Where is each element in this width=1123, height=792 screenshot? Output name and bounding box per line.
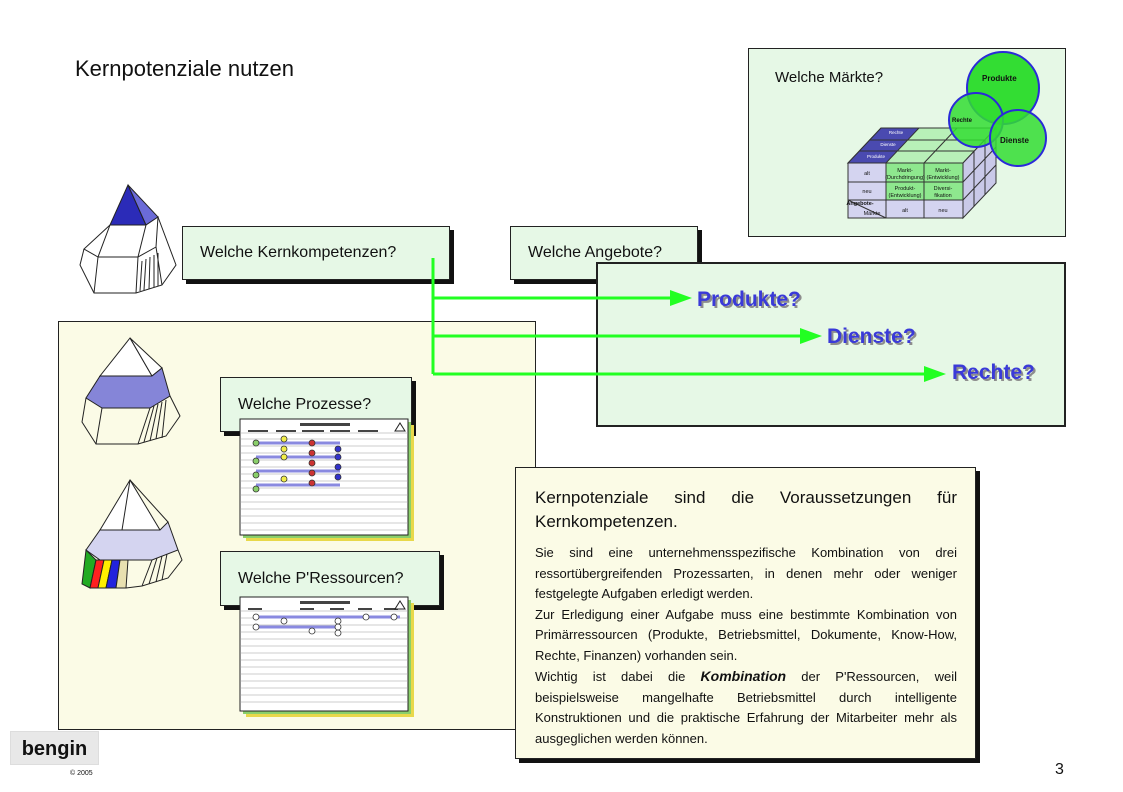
cube-cell-2: Markt- (935, 168, 951, 174)
svg-text:Dienste: Dienste (880, 142, 896, 147)
offers-panel (596, 262, 1066, 427)
svg-text:fikation: fikation (934, 193, 951, 199)
question-kernkompetenzen: Welche Kernkompetenzen? (182, 226, 450, 280)
svg-text:Märkte: Märkte (864, 211, 881, 217)
page-title: Kernpotenziale nutzen (75, 56, 294, 81)
cube-cell-1: Markt- (897, 168, 913, 174)
cube-cell-4: Diversi- (934, 186, 953, 192)
svg-text:(Entwicklung): (Entwicklung) (926, 175, 959, 181)
arrow-produkte-icon (670, 290, 692, 306)
market-matrix-graphic: alt neu Markt- (Durchdringung) Markt- (E… (846, 51, 1047, 220)
explanation-heading: Kernpotenziale sind die Voraussetzungen … (535, 488, 957, 531)
answer-produkte: Produkte? (697, 288, 801, 311)
answer-dienste: Dienste? (827, 325, 916, 348)
copyright-notice: © 2005 (70, 770, 93, 777)
explanation-box: Kernpotenziale sind die Voraussetzungen … (515, 467, 976, 759)
question-maerkte: Welche Märkte? (775, 69, 884, 86)
svg-text:Produkte: Produkte (867, 154, 886, 159)
arrow-dienste-icon (800, 328, 822, 344)
cube-row-neu: neu (862, 189, 871, 195)
emphasis-kombination: Kombination (700, 668, 787, 684)
cube-cell-3: Produkt- (895, 186, 916, 192)
page-number: 3 (1055, 761, 1064, 778)
svg-text:(Entwicklung): (Entwicklung) (888, 193, 921, 199)
bengin-logo: bengin (10, 731, 99, 765)
venn-label-produkte: Produkte (982, 74, 1017, 83)
cube-bottom-neu: neu (938, 208, 947, 214)
answer-rechte: Rechte? (952, 361, 1035, 384)
venn-label-rechte: Rechte (952, 118, 973, 124)
svg-text:(Durchdringung): (Durchdringung) (885, 175, 925, 181)
venn-label-dienste: Dienste (1000, 136, 1029, 145)
cube-axis-label: Angebote- (846, 201, 873, 207)
pyramid-kernkompetenzen-icon (79, 183, 177, 294)
svg-text:Rechte: Rechte (889, 130, 904, 135)
explanation-paragraph-3: Wichtig ist dabei die Kombination der P'… (535, 668, 957, 746)
resource-document-thumbnail (239, 596, 414, 717)
explanation-paragraph-2: Zur Erledigung einer Aufgabe muss eine b… (535, 606, 957, 663)
cube-row-alt: alt (864, 171, 870, 177)
explanation-paragraph-1: Sie sind eine unternehmensspezifische Ko… (535, 545, 957, 601)
process-document-thumbnail (239, 418, 414, 541)
pyramid-ressourcen-icon (81, 479, 183, 589)
cube-bottom-alt: alt (902, 208, 908, 214)
arrow-rechte-icon (924, 366, 946, 382)
pyramid-prozesse-icon (81, 337, 181, 445)
explanation-body: Sie sind eine unternehmensspezifische Ko… (535, 543, 957, 749)
